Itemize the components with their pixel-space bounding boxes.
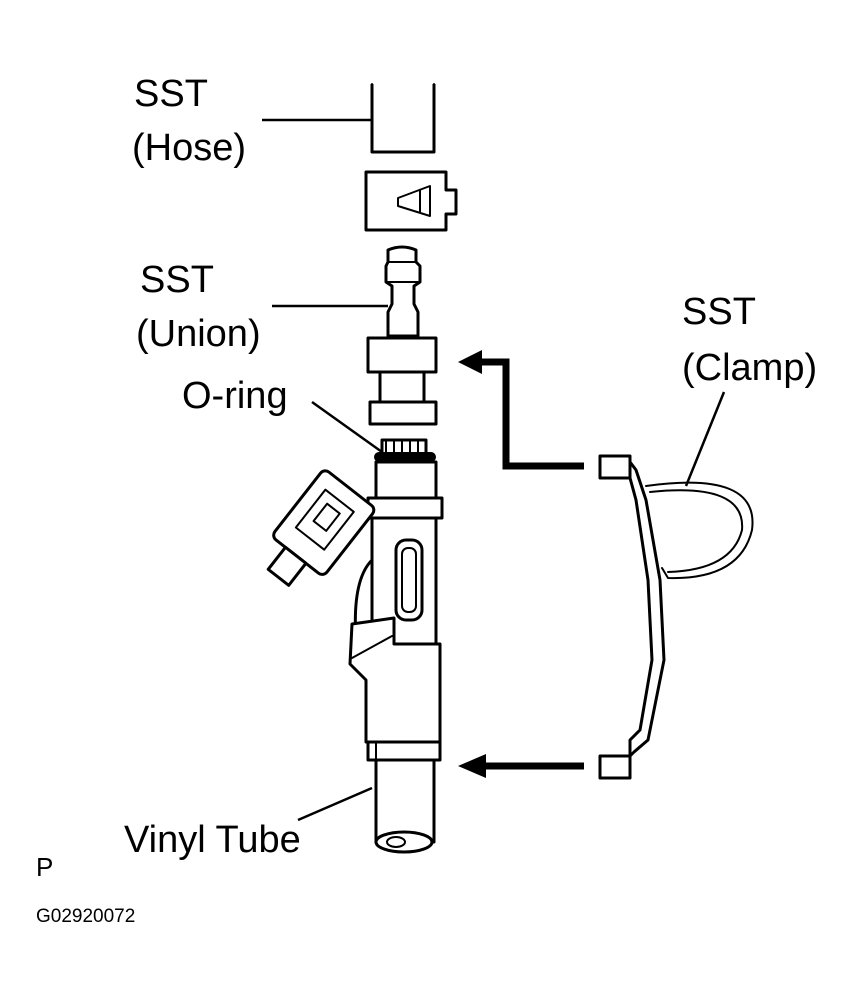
sst-union-label-line2: (Union) (136, 313, 261, 355)
sst-clamp-label-line2: (Clamp) (682, 347, 817, 389)
hose-fitting (364, 170, 458, 232)
o-ring (374, 438, 436, 462)
upper-arrow (458, 350, 584, 470)
sst-hose (370, 83, 436, 154)
vinyl-tube (374, 758, 436, 854)
vinyl-tube-label: Vinyl Tube (124, 819, 301, 861)
sst-union (366, 245, 438, 426)
fuel-injector (266, 460, 444, 762)
vinyl-tube-leader (297, 786, 373, 822)
sst-hose-label-line2: (Hose) (132, 127, 246, 169)
o-ring-leader (311, 400, 383, 454)
sst-clamp (598, 454, 754, 780)
sst-clamp-label-line1: SST (682, 291, 756, 333)
figure-code: G02920072 (36, 906, 135, 927)
lower-arrow (458, 754, 584, 778)
sst-union-label-line1: SST (140, 259, 214, 301)
clamp-leader (684, 391, 726, 487)
sst-hose-label-line1: SST (134, 73, 208, 115)
corner-letter: P (36, 852, 53, 882)
o-ring-label: O-ring (182, 375, 288, 417)
